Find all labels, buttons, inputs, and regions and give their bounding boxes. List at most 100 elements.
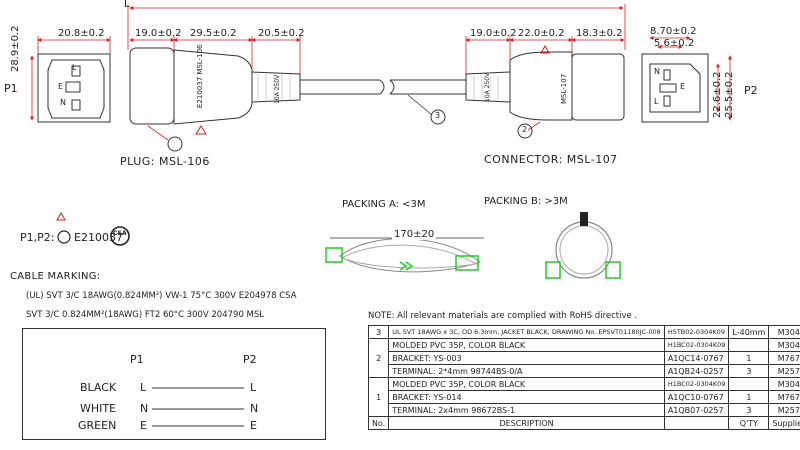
plug-seg1-dim: 19.0±0.2 <box>135 28 182 39</box>
plug-width-dim: 20.8±0.2 <box>58 28 105 39</box>
cert-prefix: P1,P2: <box>20 231 55 244</box>
cert-warning-icon <box>56 211 66 221</box>
wiring-p1-green: E <box>140 419 147 432</box>
bom-desc: BRACKET: YS-014 <box>388 390 665 404</box>
wiring-lines <box>152 387 244 427</box>
cable-marking-line2: SVT 3/C 0.824MM²(18AWG) FT2 60°C 300V 20… <box>26 310 265 320</box>
conn-marking-text: MSL-107 <box>560 73 568 104</box>
table-row: 2 MOLDED PVC 35P, COLOR BLACK H1BC02-030… <box>367 338 800 378</box>
wiring-p1-black: L <box>140 381 147 394</box>
bom-desc: TERMINAL: 2x4mm 98672BS-1 <box>388 403 665 417</box>
plug-seg3-dim: 20.5±0.2 <box>258 28 305 39</box>
bom-no: 3 <box>367 325 390 339</box>
bom-header-desc: DESCRIPTION <box>388 416 665 430</box>
bom-qty: 3 <box>728 364 770 378</box>
connector-callout-circle <box>517 123 533 139</box>
conn-seg1-dim: 19.0±0.2 <box>470 28 517 39</box>
overall-length-dimension <box>127 4 626 50</box>
face-width1-dim: 8.70±0.2 <box>650 26 697 37</box>
cable-marking-title: CABLE MARKING: <box>10 271 101 282</box>
plug-callout-circle <box>167 136 183 152</box>
bom-supplier: M767 <box>768 351 800 365</box>
conn-seg2-dim: 22.0±0.2 <box>518 28 565 39</box>
plug-seg2-dim: 29.5±0.2 <box>190 28 237 39</box>
bom-supplier: M304 <box>768 338 800 352</box>
plug-dimensions <box>129 36 301 141</box>
table-row: TERMINAL: 2x4mm 98672BS-1 A1QB07-0257 3 … <box>369 403 800 417</box>
cable-marking-line1: (UL) SVT 3/C 18AWG(0.824MM²) VW-1 75°C 3… <box>26 291 297 301</box>
table-row: BRACKET: YS-014 A1QC10-0767 1 M767 <box>369 390 800 404</box>
bom-part: H1BC02-0304K09 <box>663 377 730 391</box>
plug-pin-n: N <box>60 98 66 107</box>
packing-a-coil <box>325 237 484 273</box>
wiring-p1-white: N <box>140 402 149 415</box>
bom-part: H5TB02-0304K09 <box>663 325 730 339</box>
table-row: 3 UL SVT 18AWG x 3C, OD 6.3mm, JACKET BL… <box>367 325 800 339</box>
wiring-color-black: BLACK <box>80 381 117 394</box>
bom-desc: UL SVT 18AWG x 3C, OD 6.3mm, JACKET BLAC… <box>388 325 665 339</box>
plug-body <box>129 47 466 125</box>
bom-header-qty: Q'TY <box>728 416 770 430</box>
plug-face-dimensions <box>30 36 111 121</box>
bom-supplier: M257 <box>768 364 800 378</box>
connector-warning-icon <box>540 44 550 54</box>
bom-header-no: No. <box>367 416 390 430</box>
wiring-header-p1: P1 <box>130 353 144 366</box>
wiring-color-green: GREEN <box>78 419 117 432</box>
bom-qty: 3 <box>728 403 770 417</box>
bom-header-part <box>663 416 730 430</box>
bom-header-supplier: Supplier <box>768 416 800 430</box>
plug-pin-e: E <box>58 82 64 91</box>
connector-body <box>465 51 625 121</box>
p1-label: P1 <box>4 82 18 95</box>
bom-supplier: M304 <box>768 325 800 339</box>
bom-qty: 1 <box>728 390 770 404</box>
conn-pin-n: N <box>654 67 660 76</box>
callout-3-label: 3 <box>435 111 441 120</box>
conn-rating-text: 10A 250V <box>484 72 491 102</box>
conn-pin-l: L <box>654 97 659 106</box>
packing-a-label: PACKING A: <3M <box>342 199 426 210</box>
conn-seg3-dim: 18.3±0.2 <box>576 28 623 39</box>
plug-face-view <box>37 53 111 123</box>
plug-pin-l: L <box>72 63 77 72</box>
bom-part: A1QB24-0257 <box>663 364 730 378</box>
face-height2-dim: 25.5±0.2 <box>724 71 735 118</box>
cable-callout-circle <box>430 109 446 125</box>
bom-desc: TERMINAL: 2*4mm 98744BS-0/A <box>388 364 665 378</box>
plug-rating-text: 10A 250V <box>274 74 281 104</box>
wiring-header-p2: P2 <box>243 353 257 366</box>
conn-pin-e: E <box>680 82 686 91</box>
bom-table: 3 UL SVT 18AWG x 3C, OD 6.3mm, JACKET BL… <box>367 325 800 430</box>
table-header-row: No. DESCRIPTION Q'TY Supplier <box>367 416 800 430</box>
bom-supplier: M767 <box>768 390 800 404</box>
connector-title: CONNECTOR: MSL-107 <box>484 153 618 166</box>
bom-supplier: M257 <box>768 403 800 417</box>
connector-dimensions <box>465 36 625 131</box>
packing-b-label: PACKING B: >3M <box>484 196 568 207</box>
wiring-color-white: WHITE <box>80 402 117 415</box>
bom-part: H1BC02-0304K09 <box>663 338 730 352</box>
bom-desc: BRACKET: YS-003 <box>388 351 665 365</box>
plug-marking-text: E210037 MSL-106 <box>196 44 204 108</box>
wiring-table <box>22 328 326 440</box>
rohs-note: NOTE: All relevant materials are complie… <box>368 311 638 321</box>
overall-length-label: L <box>124 0 130 10</box>
bom-desc: MOLDED PVC 35P, COLOR BLACK <box>388 338 665 352</box>
csa-mark-text: CSA <box>113 230 127 237</box>
plug-warning-icon <box>195 125 207 135</box>
table-row: 1 MOLDED PVC 35P, COLOR BLACK H1BC02-030… <box>367 377 800 417</box>
pack-length-dim: 170±20 <box>392 229 437 240</box>
packing-b-coil <box>545 212 621 279</box>
plug-title: PLUG: MSL-106 <box>120 155 210 168</box>
bom-no: 2 <box>367 338 390 378</box>
bom-desc: MOLDED PVC 35P, COLOR BLACK <box>388 377 665 391</box>
bom-part: A1QB07-0257 <box>663 403 730 417</box>
callout-2-label: 2 <box>522 125 528 134</box>
bom-qty: L-40mm <box>728 325 770 339</box>
csa-mark-icon <box>110 226 130 246</box>
table-row: BRACKET: YS-003 A1QC14-0767 1 M767 <box>369 351 800 365</box>
plug-height-dim: 28.9±0.2 <box>10 25 21 72</box>
bom-qty <box>728 377 770 391</box>
face-height1-dim: 22.6±0.2 <box>712 71 723 118</box>
